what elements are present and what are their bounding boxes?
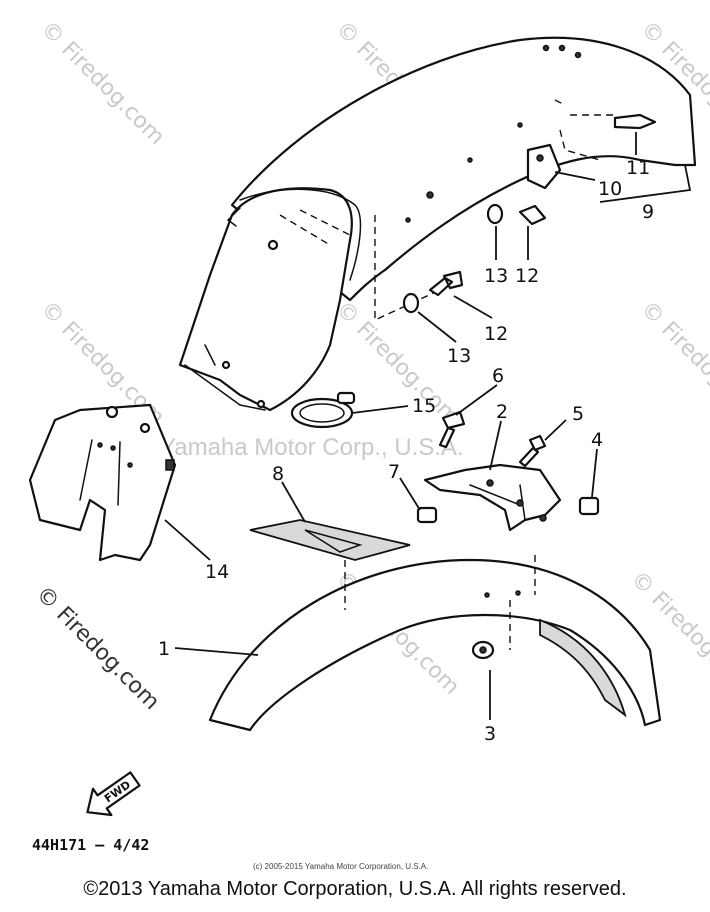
- callout-1: 1: [158, 638, 170, 660]
- callout-13: 13: [484, 265, 508, 287]
- part-2-bracket: [423, 463, 562, 532]
- part-14-mudflap: [28, 403, 177, 562]
- fwd-arrow: FWD: [86, 771, 141, 817]
- callout-9: 9: [642, 201, 654, 223]
- watermark-text: © Firedog.com: [36, 17, 169, 150]
- part-13-washer: [486, 203, 504, 225]
- callout-6: 6: [492, 365, 504, 387]
- callout-11: 11: [626, 157, 650, 179]
- callout-14: 14: [205, 561, 229, 583]
- part-15-clamp: [290, 391, 356, 429]
- callouts: 1 2 3 4 5 6 7 8 9 10 11 12 12 13 13 14 1…: [158, 157, 654, 745]
- part-1-front-fender: [208, 555, 662, 732]
- part-12-bolt: [428, 270, 464, 297]
- callout-3: 3: [484, 723, 496, 745]
- small-copyright-notice: (c) 2005-2015 Yamaha Motor Corporation, …: [253, 862, 428, 871]
- callout-10: 10: [598, 178, 622, 200]
- watermark-center-text: Yamaha Motor Corp., U.S.A.: [160, 434, 464, 461]
- part-6-screw: [438, 410, 466, 449]
- callout-4: 4: [591, 429, 603, 451]
- part-7-collar: [416, 506, 438, 524]
- callout-2: 2: [496, 401, 508, 423]
- rear-fender: [178, 36, 697, 412]
- callout-12: 12: [515, 265, 539, 287]
- rear-fender-inner-flap: [178, 187, 353, 412]
- front-fender-body: [208, 558, 662, 732]
- callout-8: 8: [272, 463, 284, 485]
- callout-15: 15: [412, 395, 436, 417]
- callout-5: 5: [572, 403, 584, 425]
- part-8-decal: [249, 519, 411, 561]
- copyright-footer: ©2013 Yamaha Motor Corporation, U.S.A. A…: [83, 878, 627, 900]
- watermark-text-lowerleft: © Firedog.com: [31, 582, 164, 715]
- part-5-bolt: [518, 434, 547, 468]
- hardware: [402, 113, 657, 660]
- leader-lines: [164, 132, 692, 720]
- callout-12: 12: [484, 323, 508, 345]
- watermark-text: © Firedog.com: [636, 297, 710, 430]
- mudflap-body: [28, 403, 177, 562]
- callout-7: 7: [388, 461, 400, 483]
- part-12-bolt: [518, 204, 547, 226]
- callout-13: 13: [447, 345, 471, 367]
- part-10-bracket: [526, 143, 562, 190]
- part-13-washer: [402, 292, 420, 314]
- part-4-nut: [578, 496, 600, 516]
- part-11-bolt: [613, 113, 657, 130]
- diagram-code: 44H171 – 4/42: [32, 836, 149, 854]
